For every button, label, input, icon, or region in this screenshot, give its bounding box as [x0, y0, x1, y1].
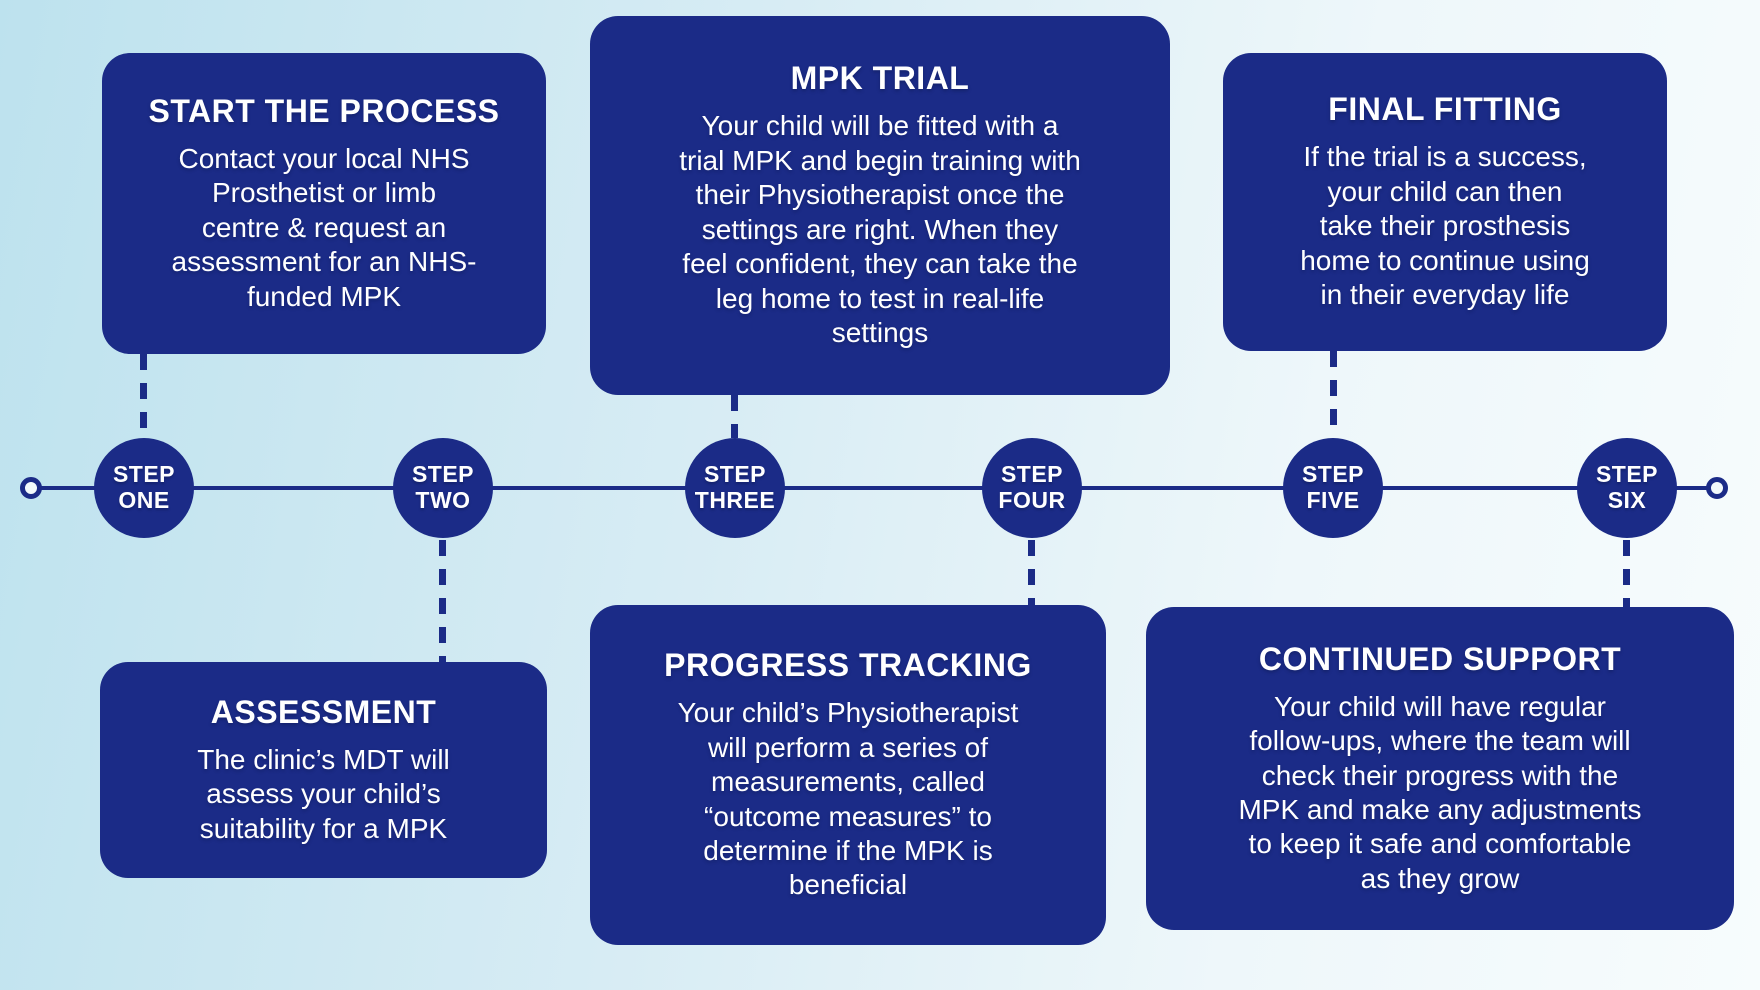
step-box-start-the-process: START THE PROCESS Contact your local NHS…	[102, 53, 546, 354]
step-marker-six: STEP SIX	[1577, 438, 1677, 538]
step-marker-label: STEP	[1595, 461, 1659, 488]
step-box-assessment: ASSESSMENT The clinic’s MDT will assess …	[100, 662, 547, 878]
step-marker-two: STEP TWO	[393, 438, 493, 538]
step-box-progress-tracking: PROGRESS TRACKING Your child’s Physiothe…	[590, 605, 1106, 945]
dashed-connector-step-three	[731, 395, 738, 438]
dashed-connector-step-five	[1330, 351, 1337, 438]
box-body: Your child’s Physiotherapist will perfor…	[677, 697, 1019, 901]
box-title: CONTINUED SUPPORT	[1258, 640, 1622, 677]
box-title: PROGRESS TRACKING	[664, 647, 1032, 684]
box-body: Your child will be fitted with a trial M…	[679, 110, 1081, 349]
box-title: MPK TRIAL	[790, 60, 970, 97]
dashed-connector-step-one	[140, 354, 147, 438]
step-marker-five: STEP FIVE	[1283, 438, 1383, 538]
step-marker-label: STEP	[1000, 461, 1064, 488]
step-marker-one: STEP ONE	[94, 438, 194, 538]
step-marker-number: FOUR	[998, 487, 1066, 513]
step-box-continued-support: CONTINUED SUPPORT Your child will have r…	[1146, 607, 1734, 930]
timeline-start-ring-icon	[20, 477, 42, 499]
box-body: The clinic’s MDT will assess your child’…	[197, 743, 450, 844]
dashed-connector-step-four	[1028, 540, 1035, 605]
dashed-connector-step-two	[439, 540, 446, 662]
box-title: FINAL FITTING	[1328, 91, 1562, 128]
timeline-line	[31, 486, 1717, 490]
box-body: Your child will have regular follow-ups,…	[1238, 690, 1642, 894]
step-marker-three: STEP THREE	[685, 438, 785, 538]
step-marker-number: THREE	[694, 487, 776, 513]
step-marker-number: FIVE	[1306, 487, 1360, 513]
box-body: If the trial is a success, your child ca…	[1300, 141, 1590, 311]
box-body: Contact your local NHS Prosthetist or li…	[171, 142, 477, 312]
step-marker-number: SIX	[1607, 487, 1647, 513]
dashed-connector-step-six	[1623, 540, 1630, 607]
step-marker-label: STEP	[411, 461, 475, 488]
step-marker-label: STEP	[112, 461, 176, 488]
step-marker-label: STEP	[1301, 461, 1365, 488]
step-marker-label: STEP	[703, 461, 767, 488]
timeline-end-ring-icon	[1706, 477, 1728, 499]
step-marker-number: TWO	[415, 487, 471, 513]
box-title: START THE PROCESS	[148, 92, 500, 129]
step-box-mpk-trial: MPK TRIAL Your child will be fitted with…	[590, 16, 1170, 395]
step-marker-number: ONE	[118, 487, 170, 513]
step-box-final-fitting: FINAL FITTING If the trial is a success,…	[1223, 53, 1667, 351]
step-marker-four: STEP FOUR	[982, 438, 1082, 538]
box-title: ASSESSMENT	[210, 693, 437, 730]
